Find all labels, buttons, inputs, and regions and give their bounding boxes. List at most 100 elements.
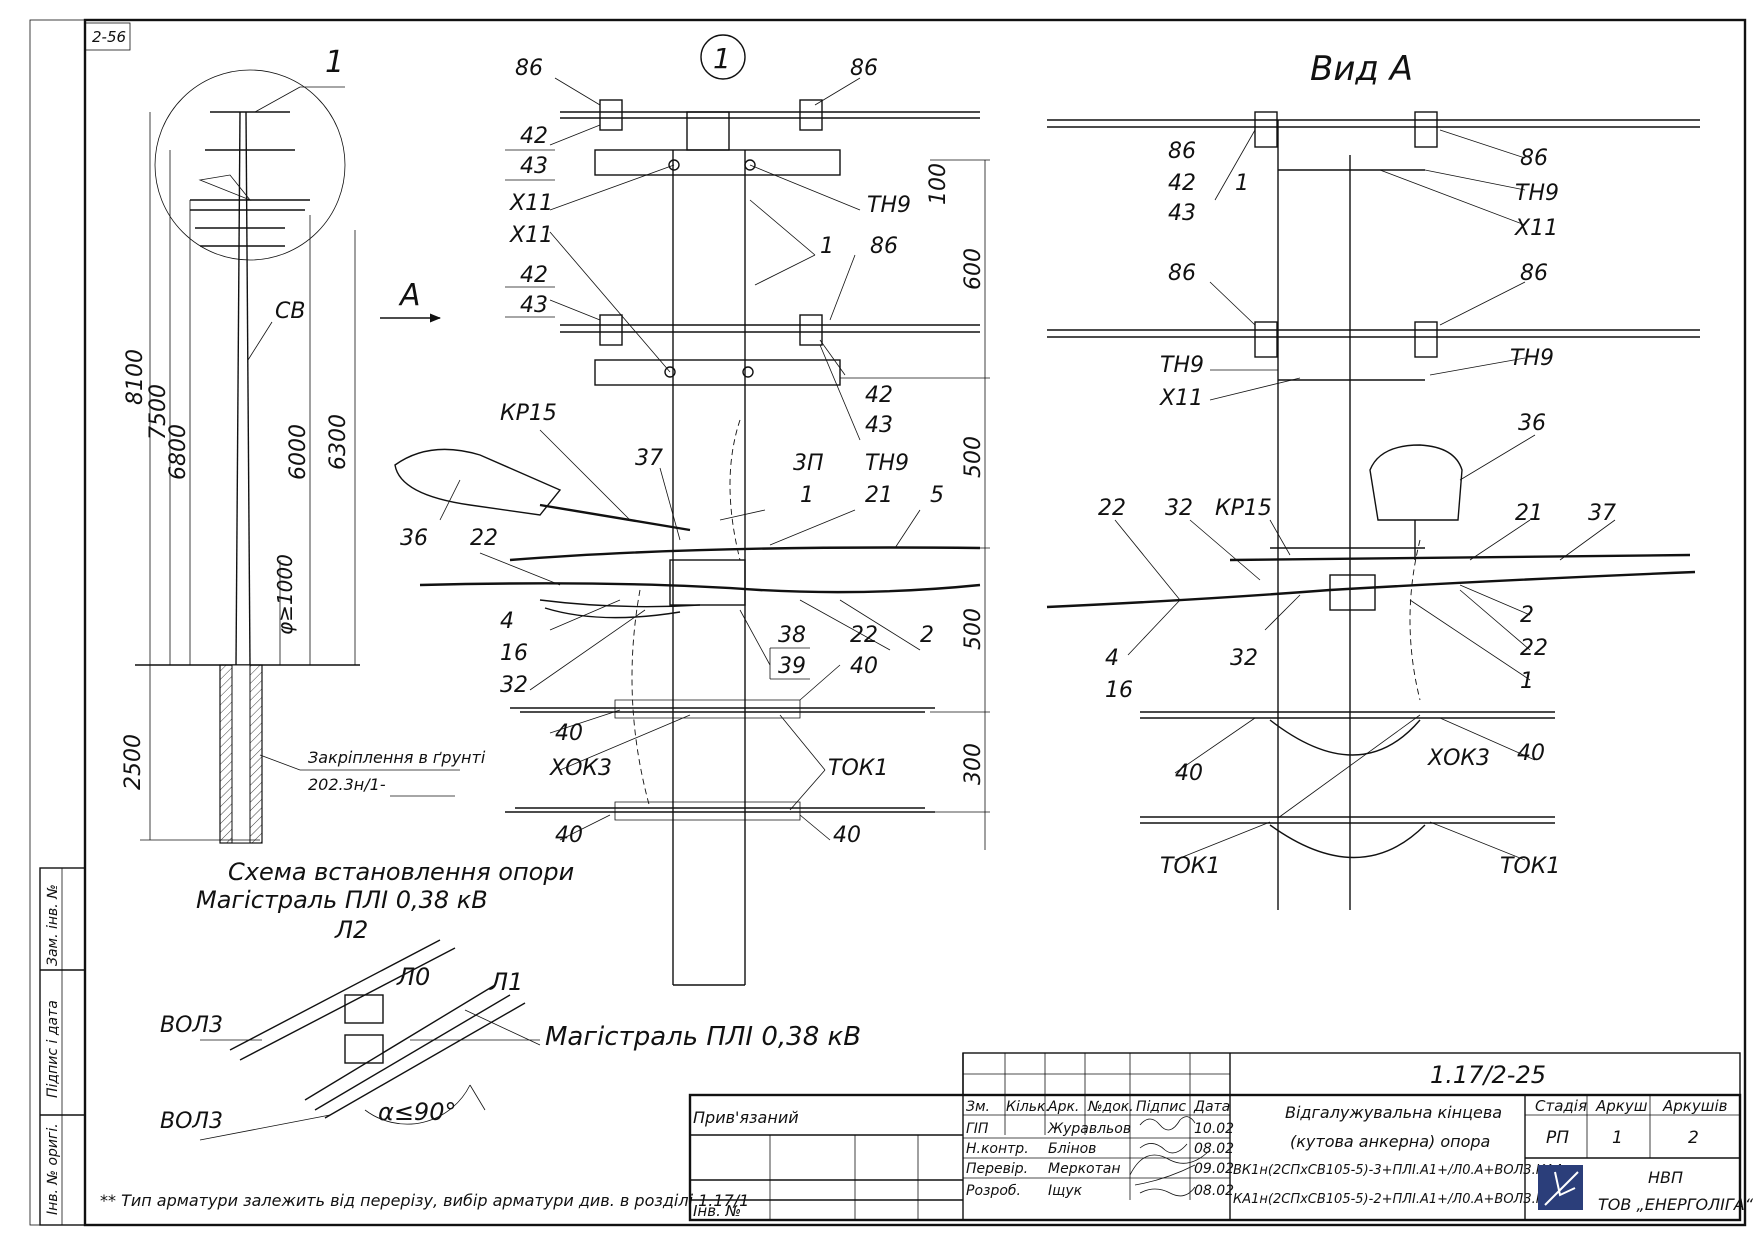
sheet-header: Аркуш — [1595, 1097, 1648, 1115]
desc-line-1: Відгалужувальна кінцева — [1285, 1103, 1502, 1122]
l0-label: Л0 — [396, 963, 430, 991]
va-label-tok1-l: ТОК1 — [1160, 854, 1220, 879]
va-label-86-mr: 86 — [1520, 261, 1548, 286]
view-a: Вид А — [1046, 49, 1700, 910]
label-32: 32 — [500, 673, 528, 698]
row-date: 09.02 — [1194, 1161, 1234, 1177]
dim-2500: 2500 — [121, 734, 146, 790]
inv-orig-label: Інв. № оригі. — [45, 1123, 61, 1215]
stage-value: РП — [1546, 1128, 1569, 1148]
label-43-mid: 43 — [520, 293, 548, 318]
va-label-1-top: 1 — [1235, 171, 1249, 196]
va-label-4: 4 — [1105, 646, 1119, 671]
zam-inv-label: Зам. інв. № — [45, 884, 61, 966]
doc-number: 1.17/2-25 — [1430, 1061, 1546, 1089]
dim-500a: 500 — [961, 436, 986, 478]
vol3-label-bottom: ВОЛ3 — [160, 1109, 223, 1134]
install-title-2: Магістраль ПЛІ 0,38 кВ — [196, 886, 488, 914]
row-role: Перевір. — [966, 1161, 1028, 1177]
pryviazanyi-label: Прив'язаний — [693, 1108, 799, 1127]
view-a-title: Вид А — [1310, 49, 1413, 89]
va-label-tok1-r: ТОК1 — [1500, 854, 1560, 879]
row-name: Блінов — [1048, 1141, 1096, 1157]
hdr-zm: Зм. — [966, 1099, 990, 1115]
label-42-mid: 42 — [520, 263, 548, 288]
company-line-1: НВП — [1648, 1168, 1683, 1187]
va-label-86-tr: 86 — [1520, 146, 1548, 171]
row-role: ГІП — [966, 1121, 989, 1137]
sheets-header: Аркушів — [1662, 1097, 1728, 1115]
label-86-right: 86 — [850, 56, 878, 81]
company-line-2: ТОВ „ЕНЕРГОЛІГА“ — [1598, 1195, 1754, 1214]
sheet-frame: 2-56 — [29, 18, 1747, 1227]
va-label-22-low: 22 — [1520, 636, 1548, 661]
row-role: Розроб. — [966, 1183, 1021, 1199]
label-40-upper: 40 — [850, 654, 878, 679]
sheet-code: 2-56 — [92, 28, 126, 46]
row-date: 10.02 — [1194, 1121, 1234, 1137]
row-date: 08.02 — [1194, 1183, 1234, 1199]
label-36: 36 — [400, 526, 428, 551]
va-label-42: 42 — [1168, 171, 1196, 196]
inv-no-label: Інв. № — [693, 1202, 741, 1220]
main-line-label: Магістраль ПЛІ 0,38 кВ — [545, 1022, 861, 1052]
detail-1: 1 — [394, 34, 990, 986]
angle-label: α≤90° — [378, 1098, 456, 1126]
label-th9-top: ТН9 — [867, 193, 911, 218]
label-39: 39 — [778, 654, 806, 679]
dim-7500: 7500 — [146, 384, 171, 440]
label-4: 4 — [500, 609, 514, 634]
va-label-22: 22 — [1098, 496, 1126, 521]
label-1-top: 1 — [820, 234, 834, 259]
va-label-16: 16 — [1105, 678, 1133, 703]
label-40-left-a: 40 — [555, 721, 583, 746]
label-40-right-b: 40 — [833, 823, 861, 848]
va-label-th9-ml: ТН9 — [1160, 353, 1204, 378]
hdr-ark: Арк. — [1047, 1099, 1079, 1115]
dim-100: 100 — [926, 163, 951, 205]
va-label-x11-top: Х11 — [1514, 216, 1558, 241]
va-label-32-top: 32 — [1165, 496, 1193, 521]
sheet-value: 1 — [1612, 1128, 1623, 1148]
row-name: Іщук — [1048, 1183, 1083, 1199]
label-22-right: 22 — [850, 623, 878, 648]
label-xok3: ХОК3 — [549, 756, 612, 781]
va-label-40-r: 40 — [1517, 741, 1545, 766]
label-37: 37 — [635, 446, 663, 471]
desc-line-2: (кутова анкерна) опора — [1290, 1132, 1490, 1151]
hdr-ndok: №док. — [1087, 1099, 1134, 1115]
dim-8100: 8100 — [123, 349, 148, 405]
l2-label: Л2 — [334, 916, 368, 944]
title-block: 1.17/2-25 Прив'язаний Інв. № Зм. Кільк. … — [688, 1052, 1754, 1222]
label-x11-b: Х11 — [509, 223, 553, 248]
label-tok1: ТОК1 — [828, 756, 888, 781]
label-3p: 3П — [793, 451, 824, 476]
va-label-36: 36 — [1518, 411, 1546, 436]
row-role: Н.контр. — [966, 1141, 1029, 1157]
dim-500b: 500 — [961, 608, 986, 650]
label-42-top: 42 — [520, 124, 548, 149]
va-label-xok3: ХОК3 — [1427, 746, 1490, 771]
vol3-label-top: ВОЛ3 — [160, 1013, 223, 1038]
dim-6800: 6800 — [166, 424, 191, 480]
hdr-kilk: Кільк. — [1006, 1099, 1050, 1115]
label-16: 16 — [500, 641, 528, 666]
ground-note: Закріплення в ґрунті — [308, 748, 486, 767]
l1-label: Л1 — [489, 968, 523, 996]
label-21: 21 — [865, 483, 893, 508]
view-a-arrow-label: А — [398, 278, 421, 313]
va-label-1-low: 1 — [1520, 669, 1534, 694]
va-label-kp15: КР15 — [1215, 496, 1272, 521]
va-label-2: 2 — [1520, 603, 1534, 628]
label-1-low: 1 — [800, 483, 814, 508]
label-x11-a: Х11 — [509, 191, 553, 216]
label-th9-low: ТН9 — [865, 451, 909, 476]
label-43-top: 43 — [520, 154, 548, 179]
va-label-21: 21 — [1515, 501, 1543, 526]
dim-6000: 6000 — [286, 424, 311, 480]
va-label-86-tl: 86 — [1168, 139, 1196, 164]
label-2: 2 — [920, 623, 934, 648]
va-label-43: 43 — [1168, 201, 1196, 226]
